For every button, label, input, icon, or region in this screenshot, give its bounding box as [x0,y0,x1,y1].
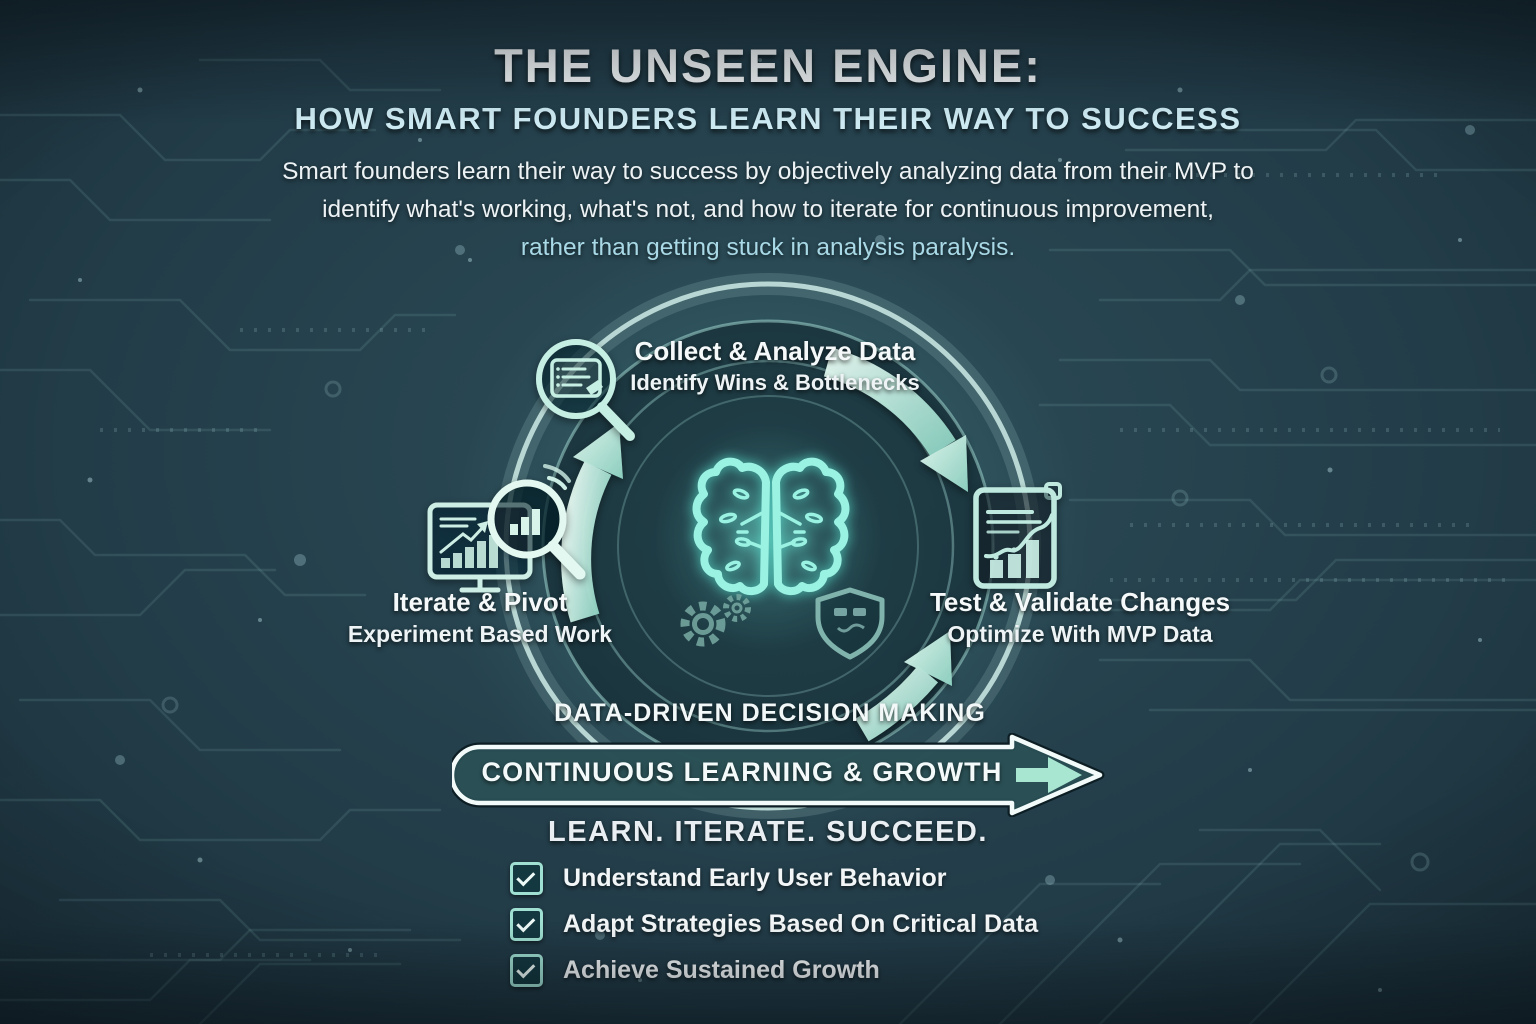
vignette-overlay [0,0,1536,1024]
infographic-root: THE UNSEEN ENGINE: HOW SMART FOUNDERS LE… [0,0,1536,1024]
